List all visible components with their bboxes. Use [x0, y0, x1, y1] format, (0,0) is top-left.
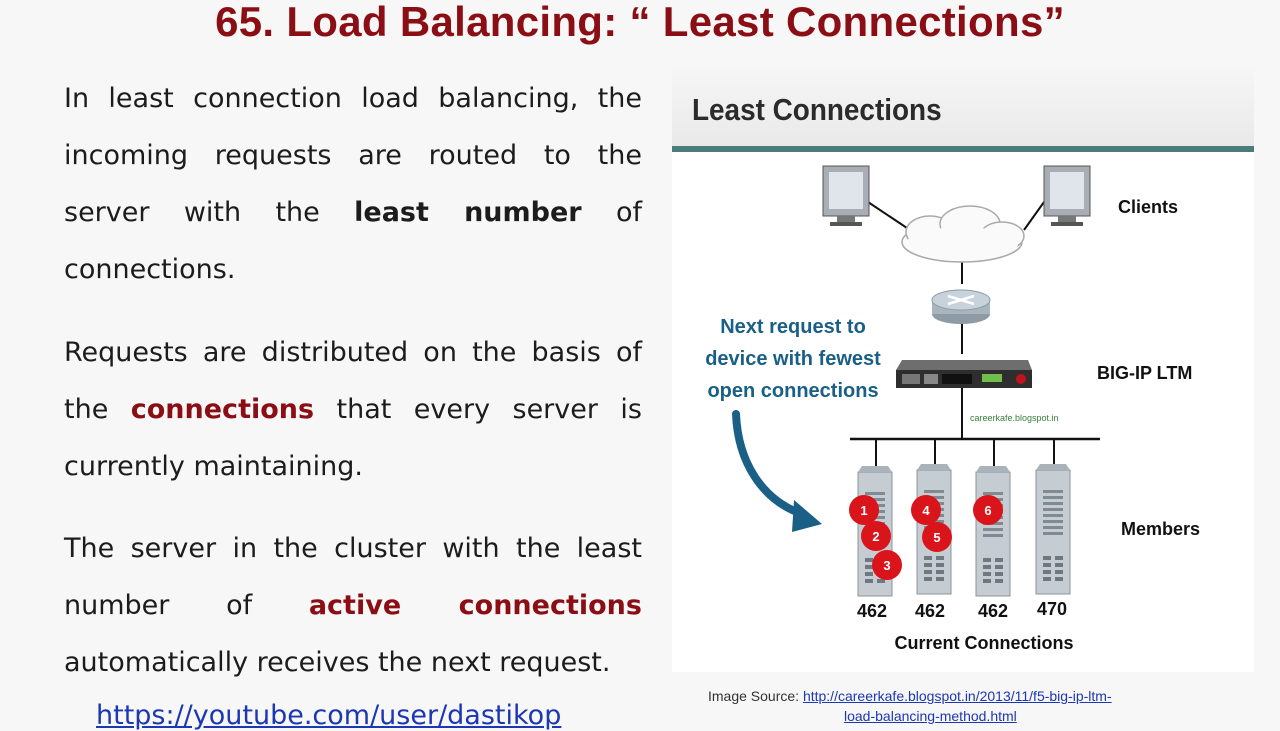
connections-emphasis: connections	[130, 394, 315, 425]
internet-cloud-icon	[901, 205, 1025, 263]
members-label: Members	[1121, 519, 1200, 539]
active-connections-emphasis: active connections	[308, 590, 642, 621]
paragraph-active-text-b: automatically receives the next request.	[64, 647, 611, 678]
request-badge-6: 6	[973, 495, 1003, 525]
paragraph-distribution-text-b: that every server is currently maintaini…	[64, 394, 642, 482]
figure-header-bar	[672, 146, 1254, 152]
paragraph-definition-text-b: of connections.	[64, 197, 643, 285]
callout-line-3: open connections	[707, 380, 878, 402]
youtube-link[interactable]: https://youtube.com/user/dastikop	[96, 700, 562, 731]
least-number-emphasis: least number	[354, 197, 582, 228]
server-tower-icon-3	[975, 466, 1011, 597]
big-ip-ltm-appliance-icon	[896, 360, 1032, 388]
svg-text:2: 2	[872, 529, 879, 544]
paragraph-definition-text-a: In least connection load balancing, the …	[64, 83, 642, 228]
request-badge-5: 5	[922, 522, 952, 552]
image-source-link[interactable]: http://careerkafe.blogspot.in/2013/11/f5…	[802, 688, 1112, 704]
current-connections-label: Current Connections	[894, 633, 1073, 653]
callout-line-1: Next request to	[720, 316, 866, 338]
server-tower-icon-4	[1035, 464, 1071, 595]
client-right-line	[1023, 201, 1045, 231]
server-2-count: 462	[915, 601, 945, 621]
client-left-monitor-icon	[822, 165, 870, 226]
next-request-arrow-icon	[732, 410, 822, 532]
paragraph-distribution-text-a: Requests are distributed on the basis of…	[64, 337, 642, 425]
watermark-label: careerkafe.blogspot.in	[970, 413, 1059, 423]
svg-text:1: 1	[860, 503, 867, 518]
request-badge-2: 2	[861, 521, 891, 551]
request-badge-4: 4	[911, 495, 941, 525]
figure-header: Least Connections	[672, 68, 1254, 146]
paragraph-active-text-a: The server in the cluster with the least…	[64, 533, 642, 621]
request-badge-1: 1	[849, 495, 879, 525]
slide-title: 65. Load Balancing: “ Least Connections”	[215, 0, 1065, 45]
svg-text:4: 4	[922, 503, 930, 518]
paragraph-active-connections: The server in the cluster with the least…	[64, 520, 642, 691]
server-3-count: 462	[978, 601, 1008, 621]
client-right-monitor-icon	[1043, 165, 1091, 226]
router-icon	[931, 289, 991, 324]
image-source-label: Image Source:	[708, 688, 803, 704]
paragraph-definition: In least connection load balancing, the …	[64, 70, 642, 298]
figure-body: careerkafe.blogspot.in Clients BIG-IP LT…	[672, 152, 1254, 672]
client-left-line	[867, 201, 911, 231]
callout-line-2: device with fewest	[705, 348, 881, 370]
request-badge-3: 3	[872, 550, 902, 580]
svg-text:6: 6	[984, 503, 991, 518]
clients-label: Clients	[1118, 197, 1178, 217]
server-1-count: 462	[857, 601, 887, 621]
figure-title: Least Connections	[692, 92, 942, 127]
network-diagram: careerkafe.blogspot.in Clients BIG-IP LT…	[705, 165, 1200, 653]
svg-text:5: 5	[933, 530, 940, 545]
server-4-count: 470	[1037, 599, 1067, 619]
paragraph-distribution: Requests are distributed on the basis of…	[64, 324, 642, 495]
ltm-label: BIG-IP LTM	[1097, 363, 1192, 383]
least-connections-figure: Least Connections	[672, 68, 1254, 672]
image-source: Image Source: http://careerkafe.blogspot…	[708, 688, 1112, 704]
svg-text:3: 3	[883, 558, 890, 573]
image-source-link-continued[interactable]: load-balancing-method.html	[844, 708, 1017, 724]
